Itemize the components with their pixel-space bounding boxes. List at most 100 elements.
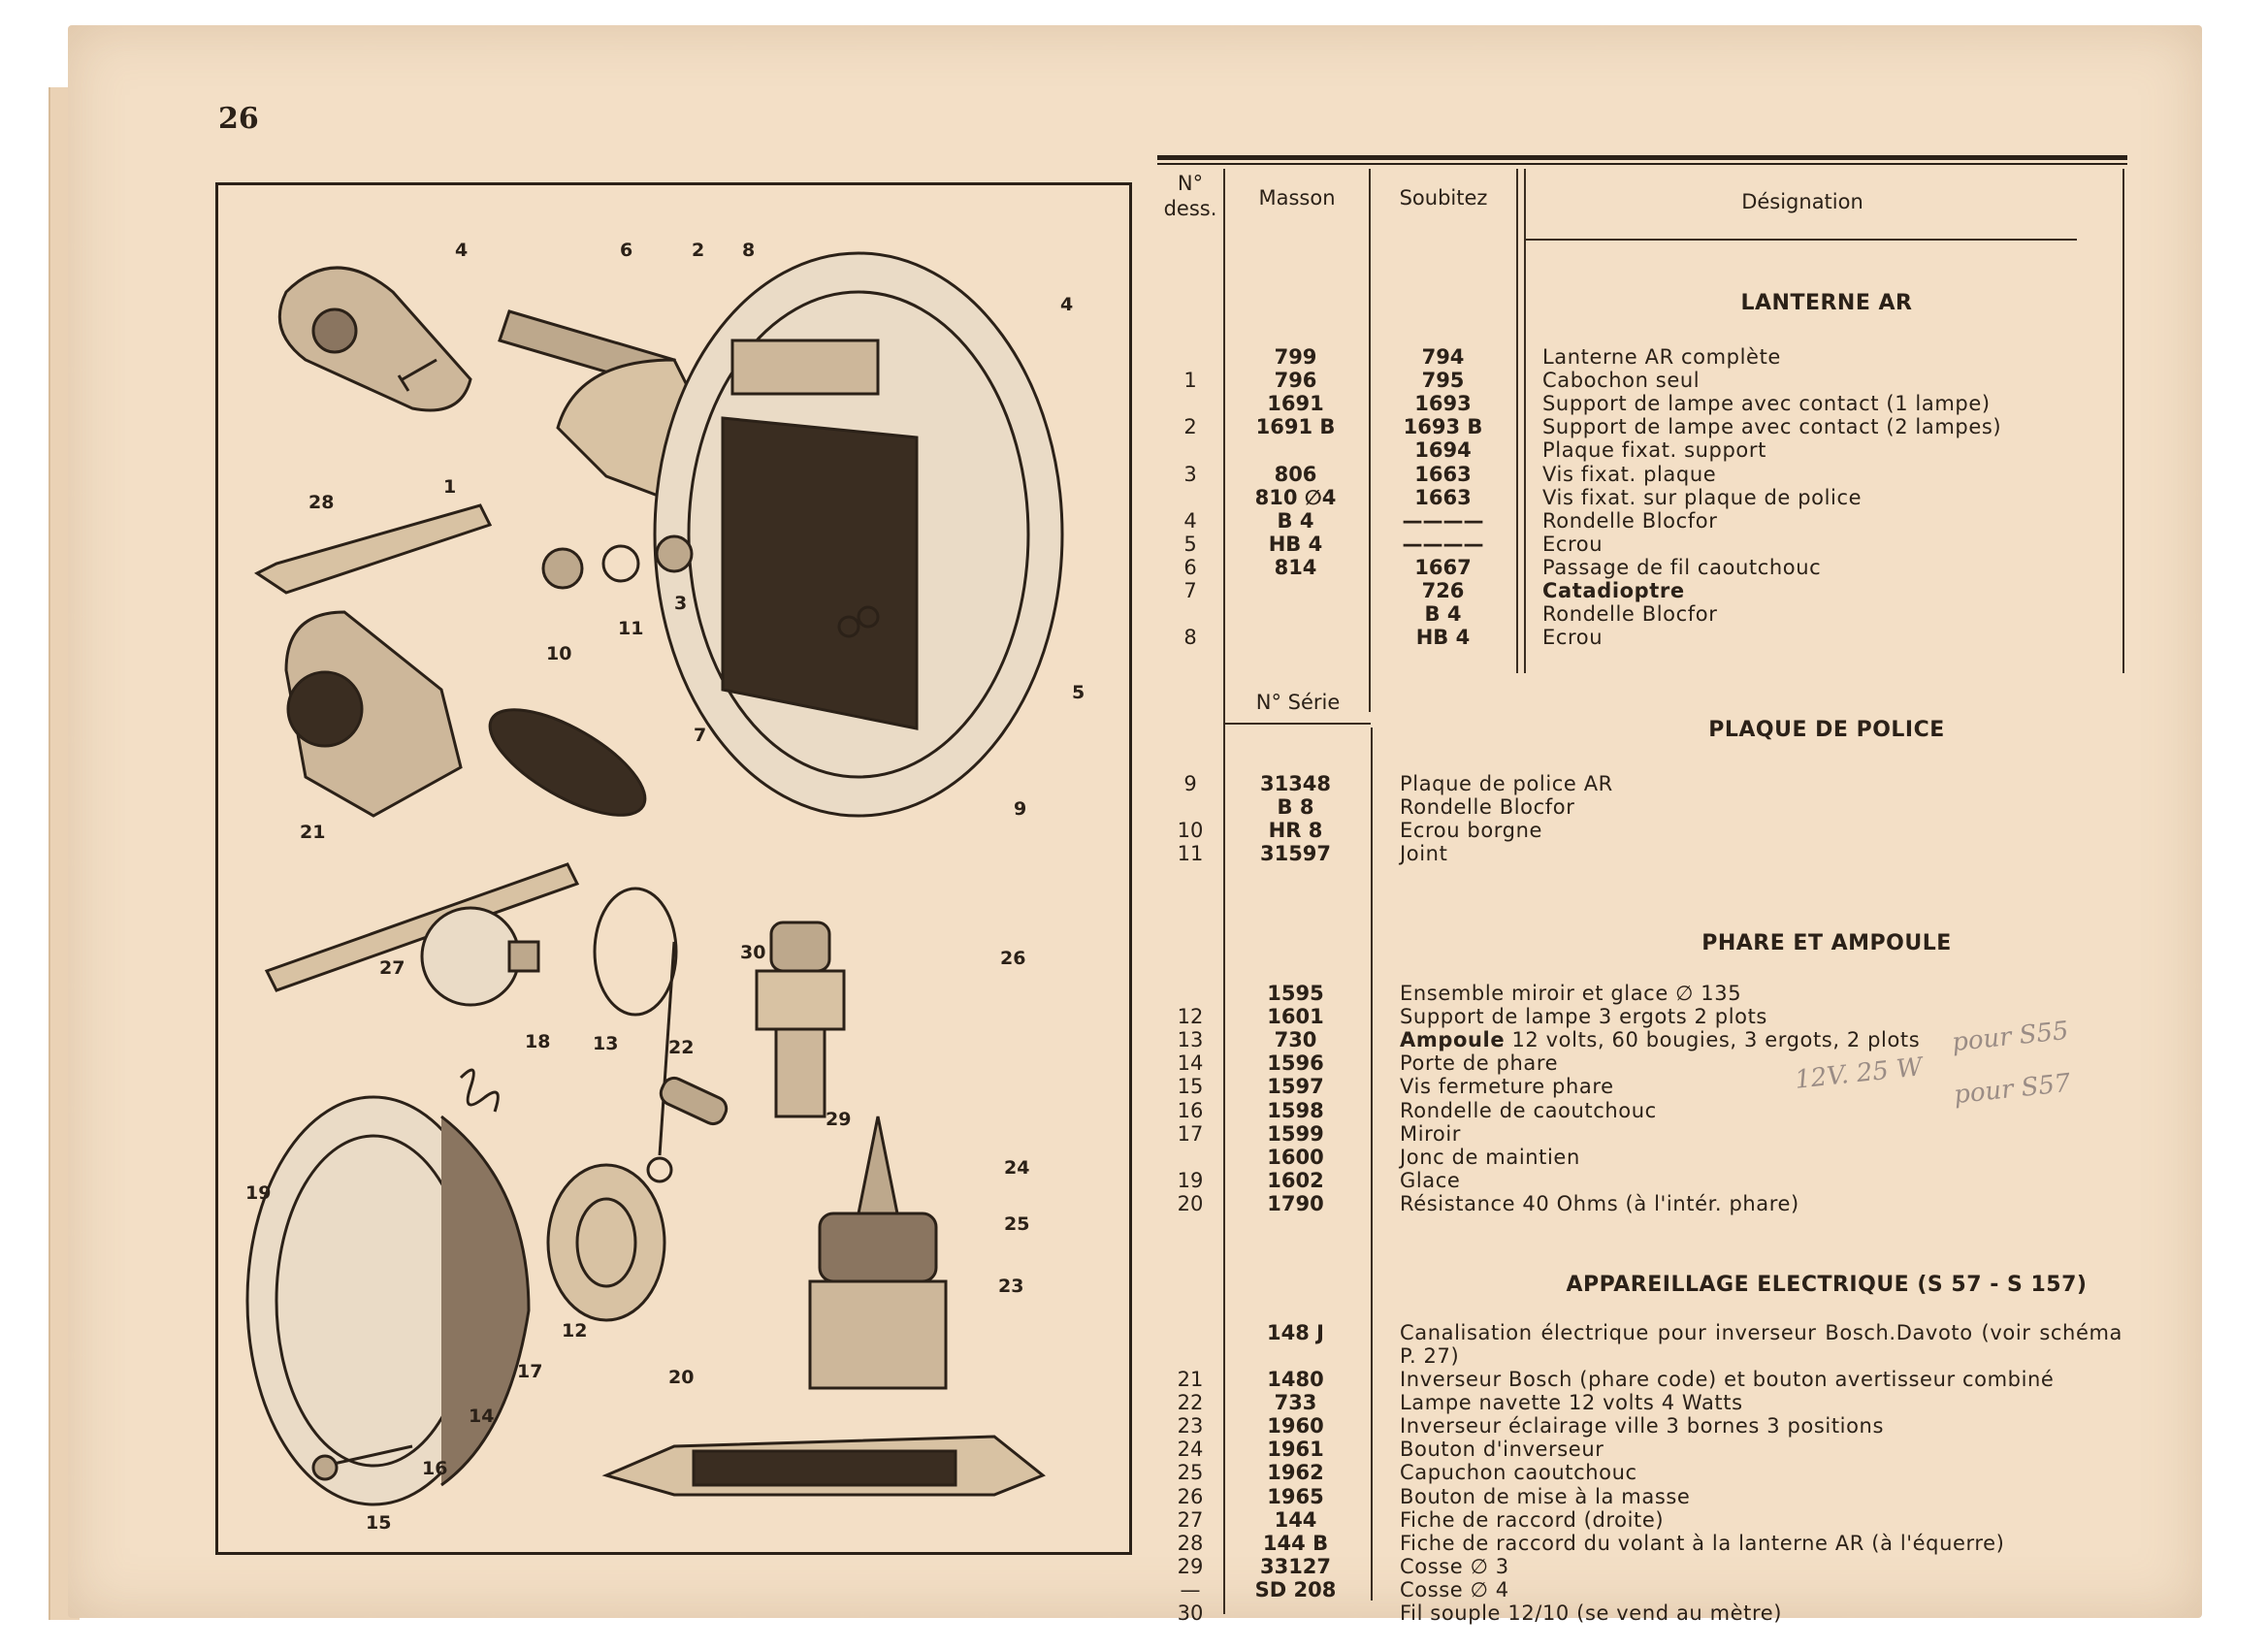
column-divider (2122, 169, 2124, 673)
cell-serie: 1602 (1267, 1168, 1324, 1192)
cell-dess: 2 (1183, 415, 1197, 439)
callout-label: 27 (379, 957, 405, 979)
table-top-rule (1157, 155, 2127, 160)
cell-dess: 11 (1177, 842, 1204, 866)
cell-designation: Rondelle Blocfor (1400, 795, 1575, 820)
cell-designation: Cosse ∅ 4 (1400, 1577, 1509, 1601)
cell-serie: 1598 (1267, 1098, 1324, 1122)
cell-designation: Porte de phare (1400, 1051, 1559, 1076)
cell-serie: 1962 (1267, 1461, 1324, 1485)
cell-designation: Inverseur Bosch (phare code) et bouton a… (1400, 1368, 2055, 1391)
cell-designation: Rondelle Blocfor (1542, 508, 1718, 533)
cell-serie: 144 B (1262, 1531, 1329, 1555)
cell-dess: 19 (1177, 1168, 1204, 1192)
cell-soubitez: HB 4 (1415, 626, 1471, 650)
callout-label: 28 (308, 492, 335, 513)
cell-dess: 8 (1183, 626, 1197, 650)
callout-label: 10 (546, 643, 572, 664)
cell-serie: 1965 (1267, 1484, 1324, 1508)
cell-designation: Plaque de police AR (1400, 772, 1613, 795)
cell-dess: 22 (1177, 1391, 1204, 1415)
cell-dess: 29 (1177, 1554, 1204, 1578)
header-serie: N° Série (1255, 691, 1341, 714)
callout-label: 22 (668, 1037, 695, 1058)
table-row: 19 1602 Glace (1157, 1169, 2127, 1192)
cell-serie: 1961 (1267, 1438, 1324, 1462)
column-divider (1524, 169, 1526, 673)
cell-soubitez: ———— (1402, 508, 1484, 533)
header-ndess-line2: dess. (1163, 197, 1217, 220)
callout-label: 16 (422, 1458, 448, 1479)
cell-serie: 31348 (1259, 772, 1332, 795)
callout-label: 13 (593, 1033, 619, 1054)
callout-label: 15 (366, 1512, 392, 1534)
cell-designation: Capuchon caoutchouc (1400, 1461, 1637, 1485)
callout-label: 23 (998, 1276, 1024, 1297)
callout-label: 20 (668, 1367, 695, 1388)
cell-dess: 6 (1183, 555, 1197, 579)
cell-masson: 799 (1274, 345, 1317, 369)
cell-designation: Lanterne AR complète (1542, 345, 1781, 369)
cell-dess: 28 (1177, 1531, 1204, 1555)
callout-label: 9 (1014, 798, 1027, 820)
cell-serie: 1597 (1267, 1075, 1324, 1099)
cell-designation: Bouton de mise à la masse (1400, 1484, 1691, 1508)
callout-label: 1 (443, 476, 457, 498)
cell-designation: Vis fixat. sur plaque de police (1542, 485, 1863, 509)
callout-label: 18 (525, 1031, 551, 1052)
cell-masson: B 4 (1277, 508, 1314, 533)
cell-serie: 148 J (1267, 1321, 1324, 1344)
cell-designation: Rondelle Blocfor (1542, 602, 1718, 627)
cell-designation: Fiche de raccord du volant à la lanterne… (1400, 1531, 2005, 1555)
header-soubitez: Soubitez (1399, 186, 1488, 210)
callout-label: 26 (1000, 948, 1026, 969)
serie-header-rule (1225, 723, 1371, 725)
cell-dess: 9 (1183, 772, 1197, 795)
cell-designation: Résistance 40 Ohms (à l'intér. phare) (1400, 1191, 1799, 1215)
cell-dess: 20 (1177, 1191, 1204, 1215)
cell-designation: Ecrou (1542, 532, 1604, 556)
cell-serie: 144 (1274, 1507, 1317, 1532)
callout-label: 19 (245, 1182, 272, 1204)
header-rule (1524, 239, 2077, 241)
cell-serie: 1596 (1267, 1051, 1324, 1076)
cell-serie: HR 8 (1268, 819, 1323, 843)
cell-serie: B 8 (1277, 795, 1314, 820)
cell-designation: Rondelle de caoutchouc (1400, 1098, 1657, 1122)
callout-label: 21 (300, 822, 326, 843)
cell-dess: 14 (1177, 1051, 1204, 1076)
cell-serie: 1599 (1267, 1121, 1324, 1146)
cell-serie: 1480 (1267, 1368, 1324, 1391)
section-title: LANTERNE AR (1740, 291, 1913, 315)
cell-designation: Fiche de raccord (droite) (1400, 1507, 1665, 1532)
cell-designation: Support de lampe avec contact (2 lampes) (1542, 415, 2002, 439)
cell-masson: HB 4 (1268, 532, 1323, 556)
cell-designation: Glace (1400, 1168, 1461, 1192)
column-divider (1516, 169, 1518, 673)
section-title: PLAQUE DE POLICE (1708, 718, 1945, 742)
cell-dess: 17 (1177, 1121, 1204, 1146)
cell-dess: 5 (1183, 532, 1197, 556)
column-divider (1223, 169, 1225, 1614)
cell-soubitez: 1693 (1414, 392, 1472, 416)
cell-soubitez: 1663 (1414, 462, 1472, 486)
cell-soubitez: 726 (1421, 579, 1465, 602)
